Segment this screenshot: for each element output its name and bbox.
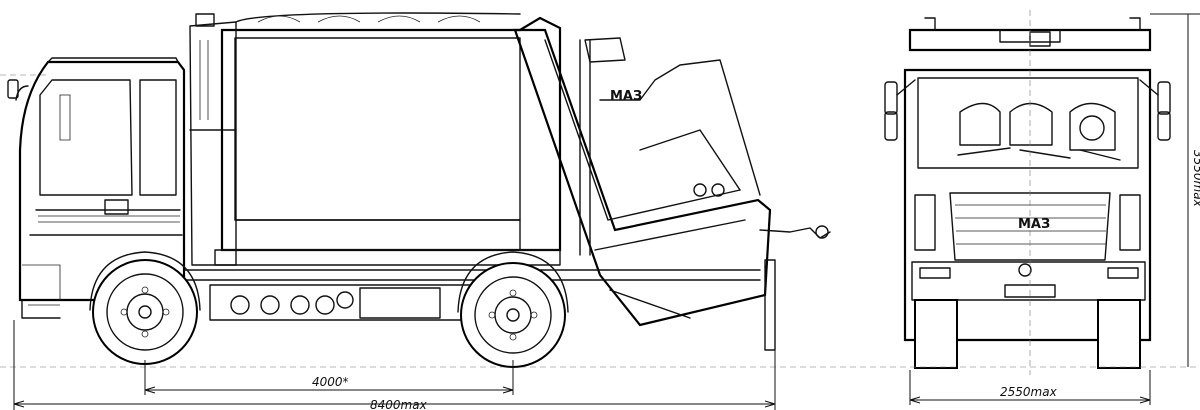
cab bbox=[7, 57, 186, 319]
mirror-head bbox=[7, 79, 19, 99]
rear-wheel bbox=[457, 251, 569, 368]
steering-wheel bbox=[1079, 115, 1105, 141]
front-right-tyre bbox=[1097, 299, 1141, 369]
front-left-tyre bbox=[914, 299, 958, 369]
front-view: МАЗ 2550max 3550max bbox=[860, 10, 1200, 405]
warning-symbol-1 bbox=[693, 183, 707, 197]
headlight-right bbox=[1119, 194, 1141, 251]
cab-front bbox=[903, 68, 1152, 342]
door-window bbox=[39, 79, 133, 196]
tailgate: МАЗ bbox=[513, 28, 831, 351]
grille bbox=[949, 192, 1111, 261]
front-logo: МАЗ bbox=[1018, 217, 1050, 232]
left-mirror bbox=[884, 81, 898, 115]
width-label: 2550max bbox=[1000, 385, 1058, 399]
bumper bbox=[911, 261, 1146, 301]
body-top bbox=[908, 28, 1152, 52]
logo: МАЗ bbox=[610, 89, 642, 104]
wipers bbox=[957, 147, 1121, 161]
side-view: МАЗ bbox=[0, 12, 860, 410]
width-dimension: 2550max bbox=[909, 370, 1151, 405]
refuse-body bbox=[189, 12, 562, 266]
headlight-left bbox=[914, 194, 936, 251]
front-wheel bbox=[89, 251, 201, 365]
height-label: 3550max bbox=[1191, 150, 1200, 208]
height-dimension: 3550max bbox=[1150, 13, 1200, 367]
right-mirror bbox=[1157, 81, 1171, 115]
rear-step bbox=[764, 259, 776, 351]
bin-lift-arm bbox=[759, 227, 831, 239]
length-dimension: 8400max bbox=[13, 320, 776, 410]
wheelbase-label: 4000* bbox=[312, 375, 349, 389]
beacon bbox=[1029, 31, 1051, 47]
windscreen bbox=[917, 77, 1139, 169]
overall-length-label: 8400max bbox=[370, 398, 428, 410]
chassis bbox=[183, 269, 761, 321]
warning-symbol-2 bbox=[711, 183, 725, 197]
wheelbase-dimension: 4000* bbox=[144, 360, 514, 395]
